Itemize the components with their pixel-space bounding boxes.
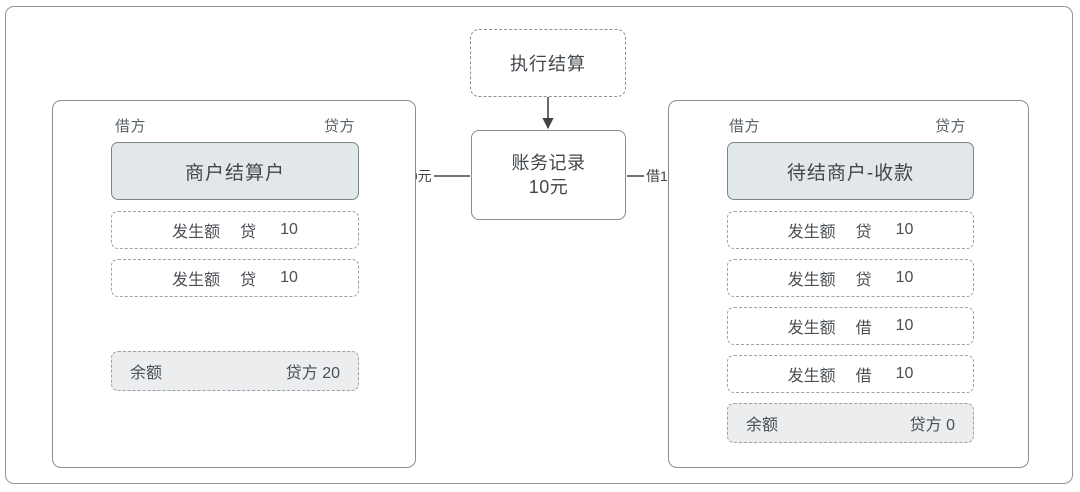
entry-label: 发生额 — [172, 224, 221, 241]
entry-row: 发生额 借 10 — [727, 307, 974, 345]
entry-rows-left: 发生额 贷 10 发生额 贷 10 余额 贷方 20 — [111, 211, 359, 391]
entry-label: 发生额 — [787, 272, 836, 289]
balance-value: 贷方 0 — [909, 417, 955, 434]
panel-title-right[interactable]: 待结商户-收款 — [727, 142, 974, 200]
entry-label: 发生额 — [787, 368, 836, 385]
record-node-line1: 账务记录 — [511, 152, 586, 173]
entry-direction: 贷 — [855, 224, 872, 241]
balance-label: 余额 — [130, 365, 163, 382]
entry-direction: 借 — [855, 368, 872, 385]
caption-credit-right: 贷方 — [934, 118, 966, 135]
entry-amount: 10 — [895, 269, 914, 286]
account-panel-pending-merchant-receipt: 借方 贷方 待结商户-收款 发生额 贷 10 发生额 贷 10 发生额 借 10… — [668, 100, 1029, 468]
caption-debit-right: 借方 — [729, 118, 761, 135]
entry-row: 发生额 贷 10 — [111, 211, 359, 249]
node-execute-settlement[interactable]: 执行结算 — [470, 29, 626, 97]
account-panel-merchant-settlement: 借方 贷方 商户结算户 发生额 贷 10 发生额 贷 10 余额 贷方 20 — [52, 100, 416, 468]
caption-credit-left: 贷方 — [323, 118, 355, 135]
outer-frame — [5, 6, 1073, 484]
entry-row: 发生额 贷 10 — [727, 259, 974, 297]
entry-amount: 10 — [895, 221, 914, 238]
entry-amount: 10 — [895, 365, 914, 382]
column-captions-left: 借方 贷方 — [53, 115, 415, 136]
entry-row: 发生额 贷 10 — [111, 259, 359, 297]
entry-direction: 借 — [855, 320, 872, 337]
entry-label: 发生额 — [787, 320, 836, 337]
entry-amount: 10 — [895, 317, 914, 334]
panel-title-left[interactable]: 商户结算户 — [111, 142, 359, 200]
entry-direction: 贷 — [240, 224, 257, 241]
entry-rows-right: 发生额 贷 10 发生额 贷 10 发生额 借 10 发生额 借 10 余额 — [727, 211, 974, 443]
entry-label: 发生额 — [787, 224, 836, 241]
balance-row-left: 余额 贷方 20 — [111, 351, 359, 391]
entry-direction: 贷 — [855, 272, 872, 289]
entry-label: 发生额 — [172, 272, 221, 289]
entry-amount: 10 — [280, 221, 298, 238]
balance-value: 贷方 20 — [285, 365, 340, 382]
entry-row: 发生额 借 10 — [727, 355, 974, 393]
node-accounting-record[interactable]: 账务记录 10元 — [471, 130, 626, 220]
entry-direction: 贷 — [240, 272, 257, 289]
column-captions-right: 借方 贷方 — [669, 115, 1028, 136]
balance-row-right: 余额 贷方 0 — [727, 403, 974, 443]
entry-amount: 10 — [280, 269, 298, 286]
entry-row: 发生额 贷 10 — [727, 211, 974, 249]
caption-debit-left: 借方 — [115, 118, 147, 135]
record-node-line2: 10元 — [528, 177, 569, 197]
balance-label: 余额 — [746, 417, 779, 434]
